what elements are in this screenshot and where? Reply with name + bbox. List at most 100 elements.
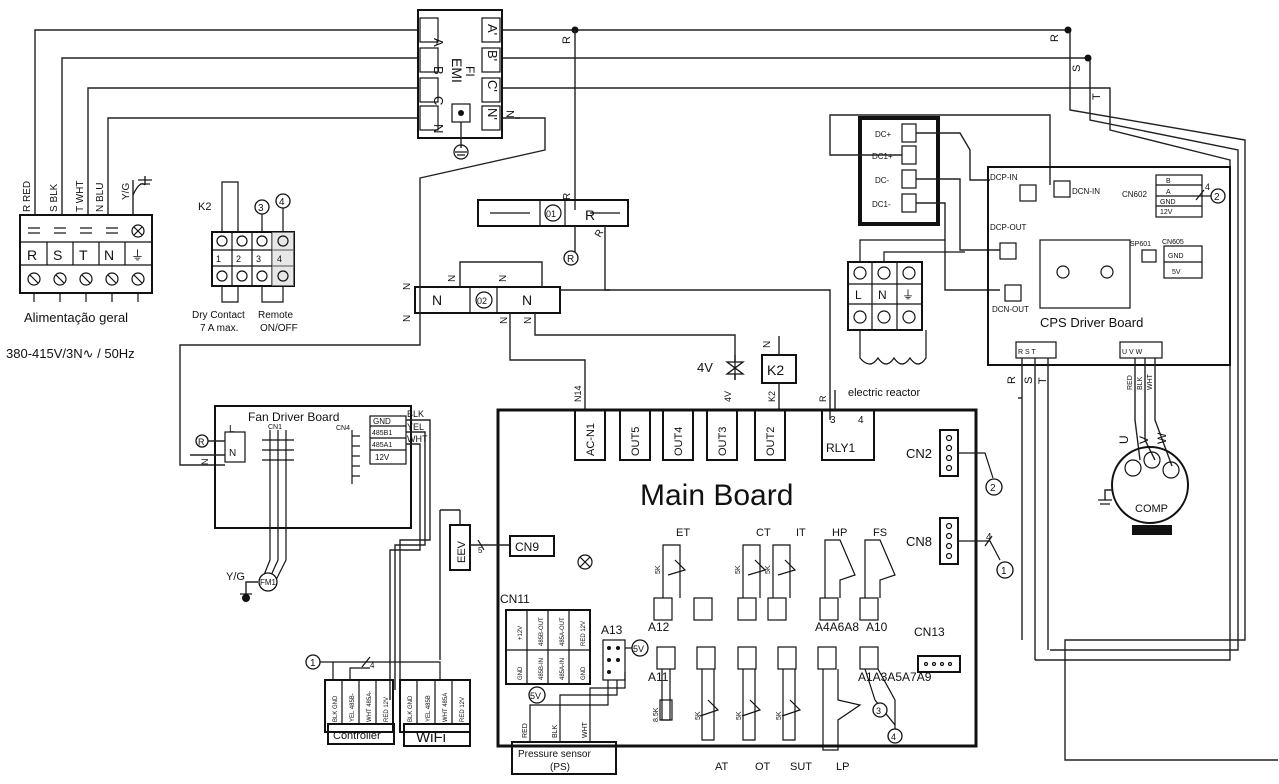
fan-driver-board bbox=[190, 405, 431, 700]
cps-cn602-12v: 12V bbox=[1160, 209, 1173, 216]
ctrl-pin-1: BLK GND bbox=[333, 695, 339, 722]
n-wire-5: N bbox=[523, 317, 534, 324]
emi-left-term-n: N bbox=[431, 124, 446, 133]
main-wire-r: R bbox=[818, 395, 828, 402]
emi-filter bbox=[417, 9, 503, 160]
main-a-bottom: A1A3A5A7A9 bbox=[858, 670, 932, 684]
cn11-pin-2: 485B-OUT bbox=[539, 617, 545, 646]
cps-dcp-in: DCP-IN bbox=[990, 173, 1018, 182]
cn11-pin-6: 485B-IN bbox=[539, 658, 545, 680]
power-wire-label-s: S BLK bbox=[49, 183, 60, 212]
power-spec: 380-415V/3N∿ / 50Hz bbox=[6, 346, 135, 361]
fan-n: N bbox=[229, 448, 236, 459]
fan-cn1: CN1 bbox=[268, 424, 282, 431]
ohm-sut: 5K bbox=[736, 711, 743, 720]
fan-board-title: Fan Driver Board bbox=[248, 410, 339, 424]
fan-pin-12v: 12V bbox=[375, 453, 390, 462]
pressure-wire-blk: BLK bbox=[552, 724, 559, 738]
main-wire-n14: N14 bbox=[573, 385, 583, 402]
power-term-t: T bbox=[79, 247, 88, 263]
power-terminal-block bbox=[19, 176, 153, 302]
ctrl-pin-4: RED 12V bbox=[384, 697, 390, 722]
fan-cn4: CN4 bbox=[336, 425, 350, 432]
dc-pin-dc1plus: DC1+ bbox=[872, 152, 893, 161]
power-wire-label-t: T WHT bbox=[75, 181, 86, 212]
pressure-sensor bbox=[511, 672, 626, 775]
terminal-01: 01 bbox=[546, 209, 556, 219]
emi-right-term-c: C' bbox=[485, 80, 500, 92]
wire-letter-r-right: R bbox=[1049, 34, 1061, 42]
wire-letter-r-top: R bbox=[561, 36, 573, 44]
dry-contact-circ4: 4 bbox=[279, 197, 285, 208]
r-wire-mid-2: R bbox=[593, 228, 606, 240]
cn11-pin-5: GND bbox=[518, 666, 524, 680]
fan-wire-wht: WHT bbox=[407, 434, 428, 444]
ohm-lp: 5K bbox=[776, 711, 783, 720]
power-wire-label-yg: Y/G bbox=[121, 183, 132, 200]
dry-contact-k2: K2 bbox=[198, 201, 211, 213]
r-terminal-block bbox=[477, 199, 831, 420]
power-wire-label-n: N BLU bbox=[95, 183, 106, 212]
n-block-right: N bbox=[522, 292, 532, 308]
dry-contact-n1: 1 bbox=[216, 254, 221, 264]
emi-left-term-c: C bbox=[431, 96, 446, 105]
controller-wifi bbox=[305, 654, 471, 747]
sensor-ot: OT bbox=[755, 761, 771, 773]
pressure-wire-wht: WHT bbox=[582, 721, 589, 738]
dc-pin-dcplus: DC+ bbox=[875, 130, 892, 139]
cn11-pin-3: 485A-OUT bbox=[560, 617, 566, 646]
sensor-lp: LP bbox=[836, 761, 849, 773]
wire-letter-t-right: T bbox=[1091, 93, 1103, 100]
sensor-ct: CT bbox=[756, 527, 771, 539]
comp-phase-v: V bbox=[1137, 436, 1151, 444]
main-relay-pin3: 3 bbox=[830, 415, 836, 426]
reactor-n: N bbox=[878, 288, 887, 302]
wifi-pin-3: WHT 485A bbox=[443, 693, 449, 722]
cps-cn602-num: 4 bbox=[1205, 182, 1210, 192]
emi-left-term-a: A bbox=[431, 38, 446, 47]
emi-title: EMI bbox=[449, 58, 465, 83]
main-a13: A13 bbox=[601, 623, 623, 637]
r-block-label: R bbox=[585, 207, 595, 223]
n-terminal-block bbox=[179, 117, 736, 466]
cps-sp601: SP601 bbox=[1130, 241, 1151, 248]
cps-dcn-in: DCN-IN bbox=[1072, 187, 1100, 196]
wire-letter-s-right: S bbox=[1071, 65, 1083, 72]
cps-wire-r: R bbox=[1006, 376, 1018, 384]
main-out-4: OUT4 bbox=[673, 427, 685, 456]
reactor-terminal bbox=[847, 239, 965, 365]
emi-right-term-b: B' bbox=[485, 50, 500, 61]
ohm-ct: 5K bbox=[735, 565, 742, 574]
pressure-ps: (PS) bbox=[550, 762, 570, 773]
fan-wire-yel: YEL bbox=[407, 422, 424, 432]
sensor-et: ET bbox=[676, 527, 690, 539]
n-wire-6: N bbox=[499, 317, 510, 324]
main-cn13: CN13 bbox=[914, 625, 945, 639]
fan-l: L bbox=[229, 424, 235, 435]
power-term-ground: ⏚ bbox=[131, 248, 144, 263]
sensor-at: AT bbox=[715, 761, 729, 773]
compressor bbox=[1098, 446, 1189, 535]
cps-cn602-gnd: GND bbox=[1160, 199, 1176, 206]
main-eev: EEV bbox=[456, 540, 468, 563]
compressor-wiring bbox=[1018, 358, 1173, 660]
cps-cn602: CN602 bbox=[1122, 190, 1147, 199]
emi-subtitle: FI bbox=[463, 66, 477, 77]
fan-pin-gnd: GND bbox=[373, 417, 391, 426]
main-out-5: OUT5 bbox=[630, 427, 642, 456]
fan-pin-485b: 485B1 bbox=[372, 430, 392, 437]
comp-wire-wht: WHT bbox=[1147, 373, 1154, 390]
wifi-label: WiFi bbox=[416, 729, 446, 746]
dc-module bbox=[829, 114, 1051, 291]
cn11-pin-1: +12V bbox=[518, 626, 524, 640]
n-wire-4: N bbox=[498, 275, 509, 282]
fan-yg: Y/G bbox=[226, 571, 245, 583]
four-way-valve bbox=[725, 336, 797, 410]
main-circ-2: 2 bbox=[990, 483, 996, 494]
cps-cn605: CN605 bbox=[1162, 239, 1184, 246]
n-block-left: N bbox=[432, 292, 442, 308]
fan-pin-485a: 485A1 bbox=[372, 442, 392, 449]
controller-num: 4 bbox=[370, 661, 375, 670]
pressure-circ: 5V bbox=[530, 691, 541, 701]
